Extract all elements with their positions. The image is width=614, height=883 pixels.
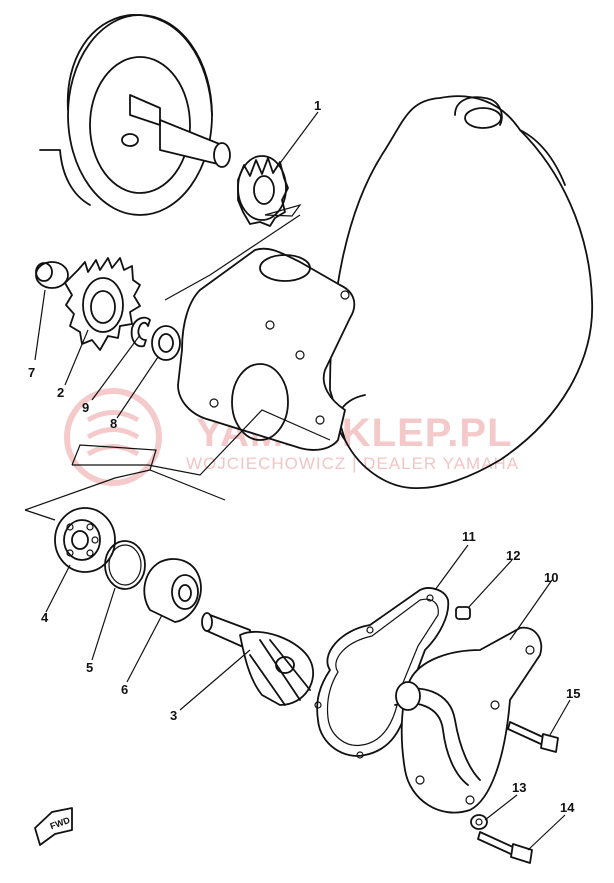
callout-13: 13 bbox=[512, 780, 526, 795]
part-4-bearing bbox=[54, 507, 116, 573]
part-8-washer bbox=[151, 325, 181, 361]
callout-9: 9 bbox=[82, 400, 89, 415]
callout-2: 2 bbox=[57, 385, 64, 400]
part-1-gear bbox=[164, 155, 302, 301]
part-2-sprocket bbox=[64, 257, 141, 351]
leader-lines bbox=[24, 409, 331, 521]
part-3-impeller-shaft bbox=[201, 612, 315, 706]
part-9-circlip bbox=[130, 316, 151, 348]
part-15-bolt bbox=[507, 721, 559, 753]
part-10-pump-cover bbox=[394, 626, 543, 814]
callout-3: 3 bbox=[170, 708, 177, 723]
callout-labels: 1 2 3 4 5 6 7 8 9 10 11 12 13 14 15 bbox=[28, 98, 580, 815]
watermark-logo bbox=[64, 388, 162, 486]
part-12-dowel bbox=[455, 606, 471, 620]
callout-10: 10 bbox=[544, 570, 558, 585]
callout-1: 1 bbox=[314, 98, 321, 113]
callout-11: 11 bbox=[462, 529, 476, 544]
part-13-washer bbox=[470, 814, 488, 830]
part-6-seal bbox=[143, 558, 202, 623]
part-7-collar bbox=[35, 261, 69, 289]
crank-wheel bbox=[39, 14, 231, 216]
callout-15: 15 bbox=[566, 686, 580, 701]
callout-5: 5 bbox=[86, 660, 93, 675]
watermark-sub-text: WOJCIECHOWICZ | DEALER YAMAHA bbox=[186, 454, 519, 473]
fwd-arrow: FWD bbox=[34, 807, 73, 846]
callout-14: 14 bbox=[560, 800, 575, 815]
callout-12: 12 bbox=[506, 548, 520, 563]
part-14-bolt bbox=[477, 831, 533, 864]
part-5-circlip bbox=[104, 540, 146, 590]
callout-7: 7 bbox=[28, 365, 35, 380]
callout-4: 4 bbox=[41, 610, 49, 625]
pump-cover-section bbox=[177, 247, 356, 451]
callout-6: 6 bbox=[121, 682, 128, 697]
callout-leaders bbox=[34, 111, 571, 851]
callout-8: 8 bbox=[110, 416, 117, 431]
